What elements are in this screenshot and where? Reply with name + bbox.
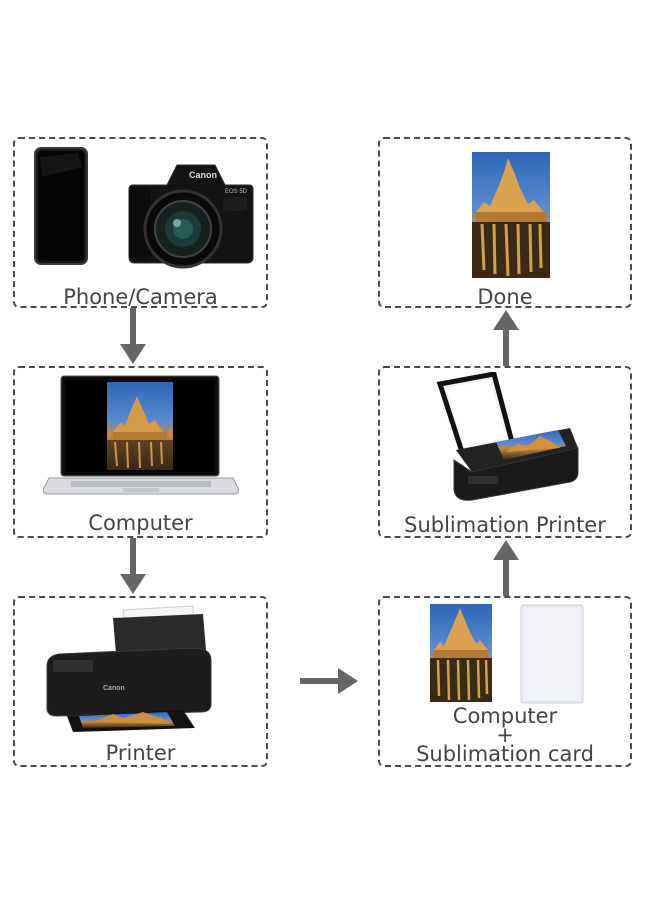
step-sublimation-printer: Sublimation Printer [378,366,632,538]
arrow-up-icon [493,310,519,366]
done-label: Done [477,285,533,309]
arrow-down-icon [120,538,146,594]
laptop-icon [43,375,239,495]
printed-photo-icon [472,152,550,278]
camera-model-text: EOS 5D [225,189,248,195]
camera-icon: Canon EOS 5D [128,164,254,269]
printer-brand-text: Canon [103,685,125,692]
step-printer: Canon Printer [13,596,268,767]
computer-label: Computer [88,511,193,535]
arrow-down-icon [120,308,146,364]
inkjet-printer-icon: Canon [46,605,212,732]
photo-print-icon [430,604,492,702]
step-phone-camera: Canon EOS 5D Phone/Camera [13,137,268,309]
sublimation-printer-label: Sublimation Printer [404,513,606,537]
printer-label: Printer [105,741,176,765]
step-done: Done [378,137,632,309]
computer-card-line2: Sublimation card [416,742,594,766]
arrow-right-icon [300,668,358,694]
computer-card-line1: Computer [452,704,558,728]
phone-icon [34,147,88,265]
step-computer: Computer [13,366,268,538]
sublimation-printer-icon [436,372,579,501]
arrow-up-icon [493,540,519,596]
step-computer-sublimation-card: Computer + Sublimation card [378,596,632,767]
plus-sign: + [496,723,514,747]
camera-brand-text: Canon [189,170,217,180]
blank-card-icon [520,604,584,704]
phone-camera-label: Phone/Camera [63,285,218,309]
